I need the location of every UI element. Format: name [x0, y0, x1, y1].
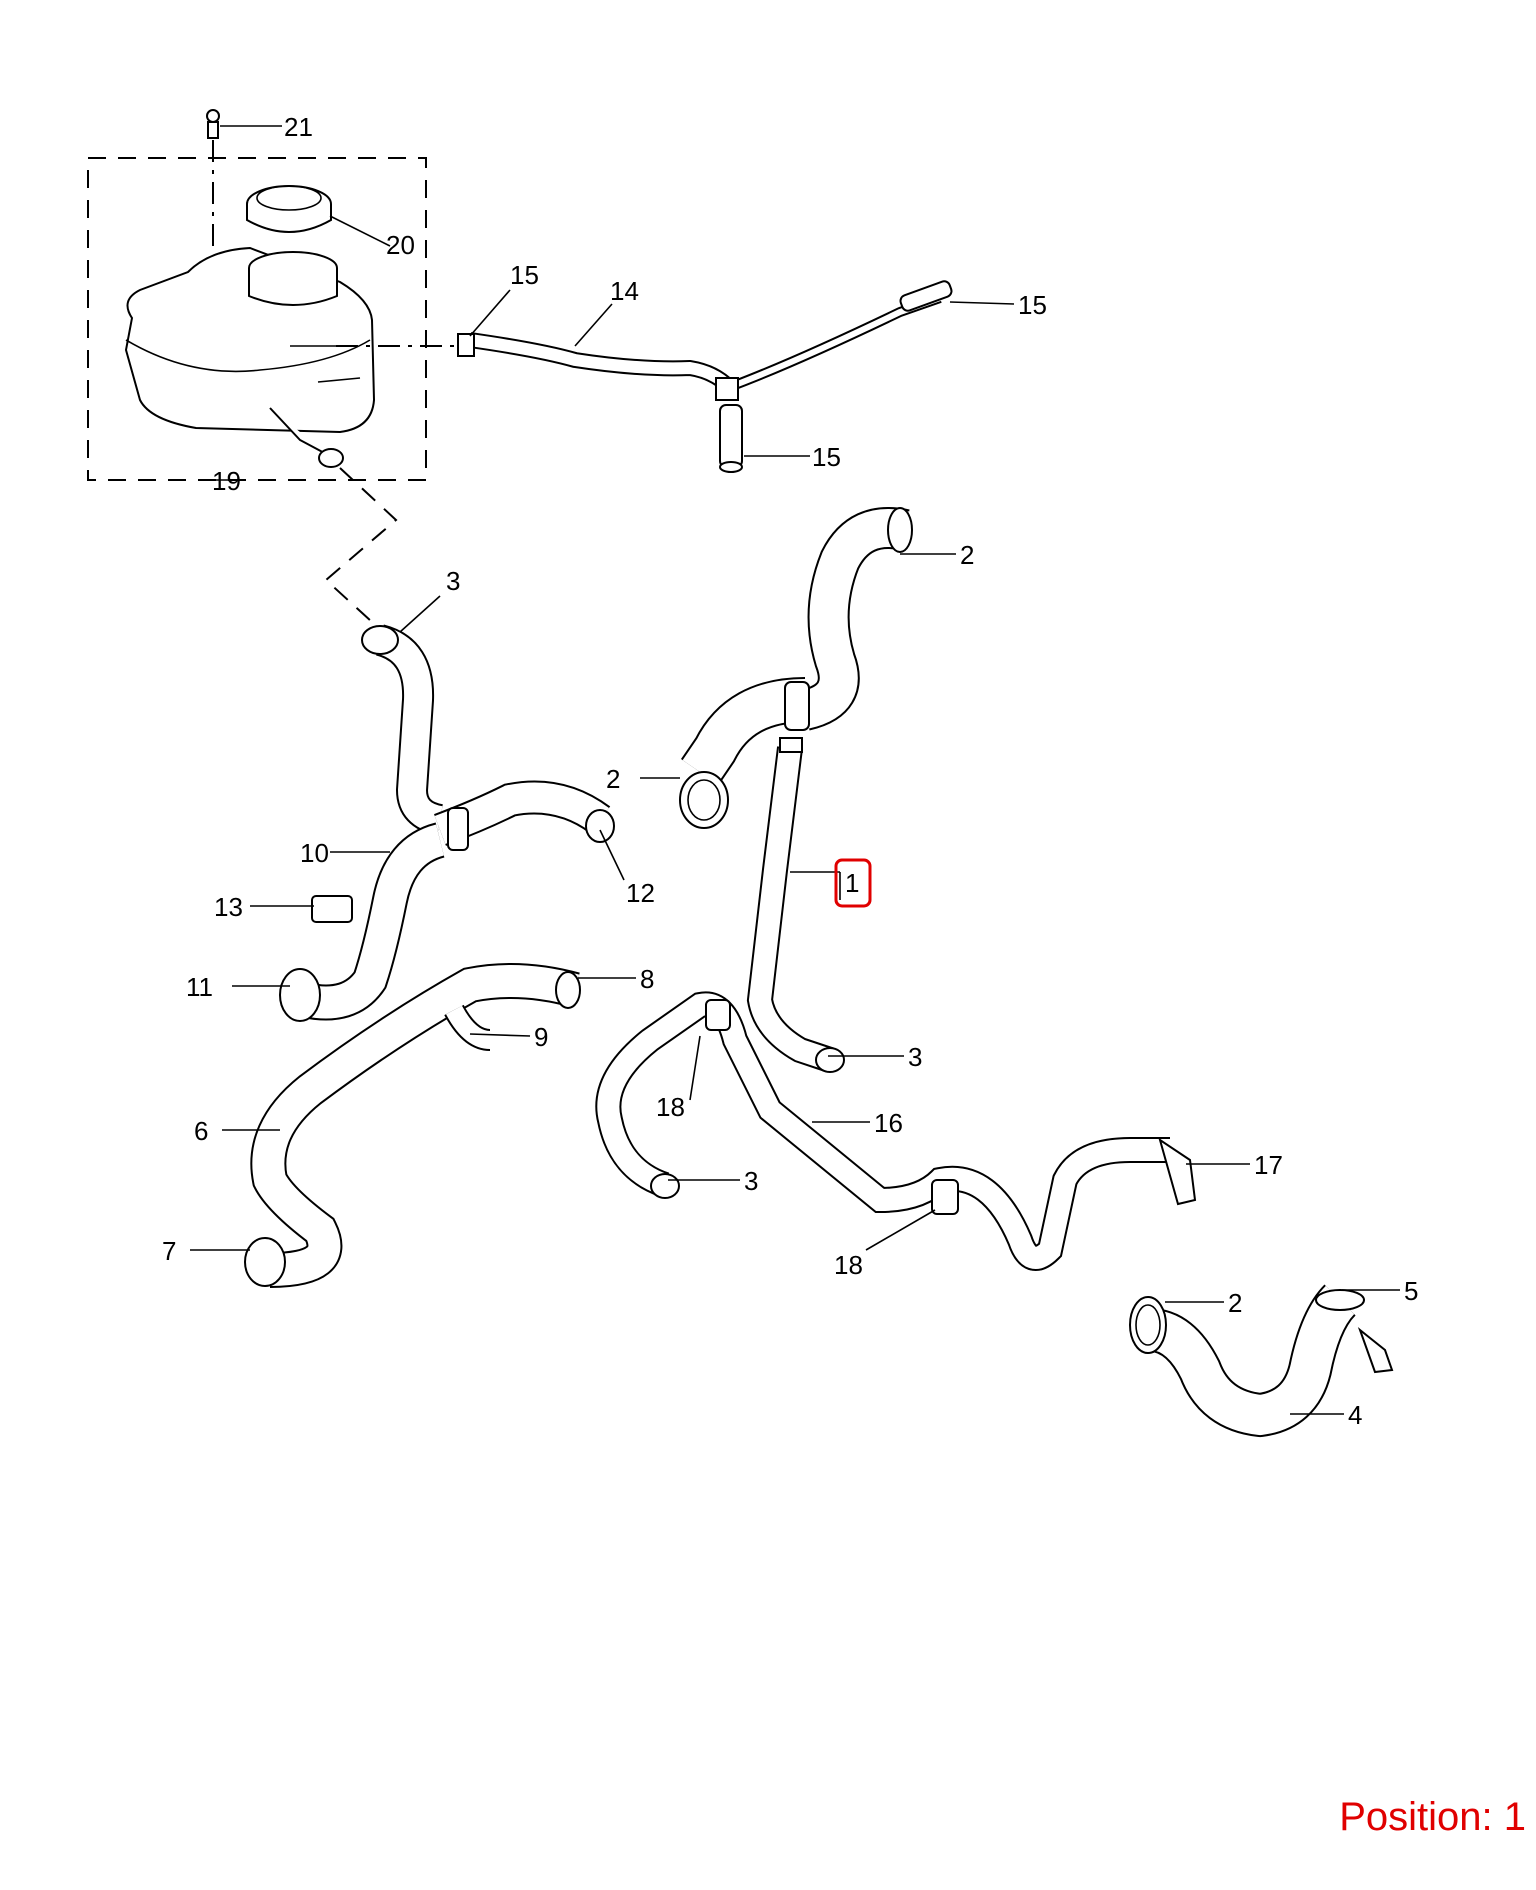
callout-2: 2 — [606, 764, 620, 794]
callout-2: 2 — [960, 540, 974, 570]
callout-5: 5 — [1404, 1276, 1418, 1306]
callout-15: 15 — [1018, 290, 1047, 320]
hose-2-upper — [679, 507, 913, 829]
callout-18: 18 — [656, 1092, 685, 1122]
reservoir-cap-20 — [246, 185, 332, 233]
callout-labels: 21 20 19 15 14 15 15 2 3 2 1 10 12 13 11… — [162, 112, 1418, 1430]
callout-16: 16 — [874, 1108, 903, 1138]
callout-10: 10 — [300, 838, 329, 868]
callout-15: 15 — [812, 442, 841, 472]
callout-21: 21 — [284, 112, 313, 142]
callout-3: 3 — [744, 1166, 758, 1196]
callout-3: 3 — [908, 1042, 922, 1072]
callout-1: 1 — [845, 868, 859, 898]
hose-4-5 — [1129, 1284, 1394, 1438]
bolt-21 — [206, 109, 220, 250]
callout-3: 3 — [446, 566, 460, 596]
callout-9: 9 — [534, 1022, 548, 1052]
callout-2: 2 — [1228, 1288, 1242, 1318]
reservoir-group — [87, 109, 460, 623]
hose-1 — [746, 737, 845, 1073]
callout-1-highlight — [834, 858, 872, 908]
callout-18: 18 — [834, 1250, 863, 1280]
callout-20: 20 — [386, 230, 415, 260]
vent-hose-14 — [457, 280, 953, 473]
callout-19: 19 — [212, 466, 241, 496]
callout-15: 15 — [510, 260, 539, 290]
callout-4: 4 — [1348, 1400, 1362, 1430]
callout-17: 17 — [1254, 1150, 1283, 1180]
callout-14: 14 — [610, 276, 639, 306]
hose-6 — [244, 963, 581, 1288]
callout-11: 11 — [186, 972, 213, 1002]
callout-8: 8 — [640, 964, 654, 994]
position-label: Position: 1 — [1339, 1795, 1526, 1839]
reservoir-tank-19 — [124, 246, 376, 468]
callout-13: 13 — [214, 892, 243, 922]
callout-6: 6 — [194, 1116, 208, 1146]
callout-7: 7 — [162, 1236, 176, 1266]
callout-12: 12 — [626, 878, 655, 908]
leader-lines — [190, 125, 1400, 1415]
hose-3-10-assembly — [279, 624, 615, 1022]
